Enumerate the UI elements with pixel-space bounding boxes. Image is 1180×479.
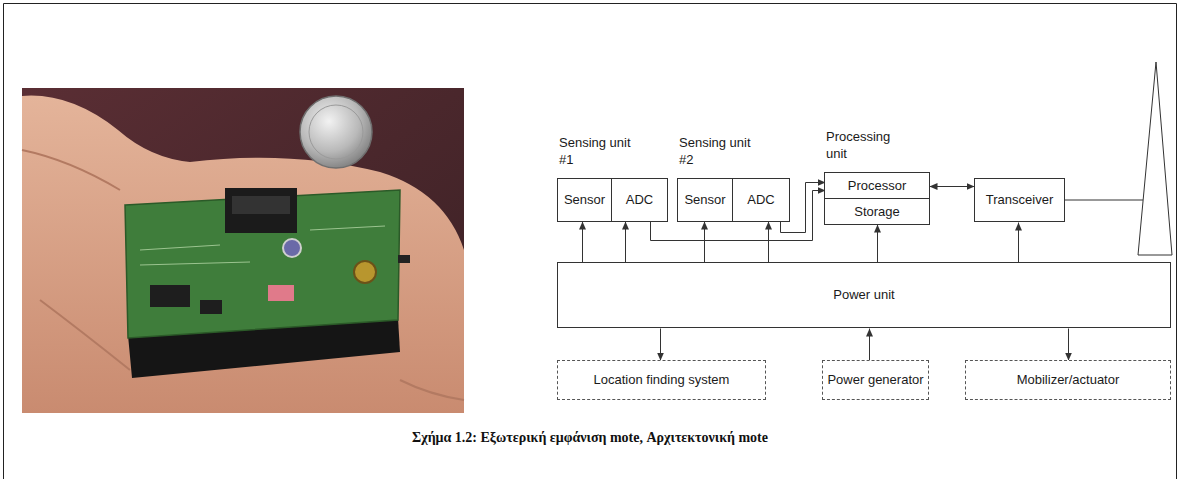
box-label: Mobilizer/actuator [1017, 372, 1120, 388]
coin-rim [309, 105, 363, 159]
sensor [283, 239, 301, 257]
chip [200, 300, 222, 314]
connector [704, 222, 705, 263]
hand-crease [400, 380, 464, 400]
box-label: Storage [854, 204, 900, 220]
unit-heading: Processing unit [826, 128, 906, 163]
antenna [1065, 62, 1172, 255]
connector [1068, 329, 1069, 361]
unit-heading: Sensing unit #1 [559, 134, 639, 169]
box-label: Power generator [827, 372, 923, 388]
photo-background [22, 88, 464, 413]
box-label: Transceiver [986, 192, 1053, 208]
box-label: ADC [626, 192, 653, 208]
sensor-box: Sensor [558, 179, 612, 221]
sensing-unit: Sensing unit #1SensorADC [557, 178, 668, 222]
trace [310, 226, 385, 230]
coin [300, 96, 372, 168]
hand-crease [40, 300, 130, 370]
connector [768, 222, 769, 263]
sensor [354, 261, 376, 283]
trace [140, 245, 220, 250]
connector [869, 329, 870, 361]
dip-switch [268, 285, 294, 301]
connector [877, 225, 878, 263]
antenna-symbol [1138, 62, 1172, 255]
optional-unit-box: Power generator [822, 360, 929, 400]
optional-unit-box: Location finding system [557, 360, 766, 400]
connector [225, 188, 297, 233]
antenna-feed [1065, 200, 1143, 201]
connector [582, 222, 583, 263]
processing-unit: Processing unitProcessorStorage [824, 172, 930, 225]
box-label: ADC [747, 192, 774, 208]
adc-box: ADC [733, 179, 789, 221]
hand-crease [22, 150, 120, 190]
connector [930, 186, 975, 187]
box-label: Sensor [684, 192, 725, 208]
storage-box: Storage [825, 199, 929, 224]
connector [1018, 223, 1019, 263]
unit-heading: Sensing unit #2 [679, 134, 759, 169]
sensor-box: Sensor [678, 179, 733, 221]
circuit-board [125, 190, 400, 338]
chip [150, 285, 190, 307]
power-unit-box: Power unit [557, 262, 1171, 328]
figure-caption: Σχήμα 1.2: Εξωτερική εμφάνιση mote, Αρχι… [0, 430, 1180, 446]
hand [22, 96, 464, 413]
optional-unit-box: Mobilizer/actuator [965, 360, 1171, 400]
connector [625, 222, 626, 263]
power-switch [398, 255, 410, 263]
box-label: Processor [848, 178, 907, 194]
connector [660, 329, 661, 361]
box-label: Power unit [833, 287, 894, 303]
connector-slot [232, 196, 290, 214]
page-frame [4, 4, 1177, 479]
processor-box: Processor [825, 173, 929, 199]
box-label: Location finding system [594, 372, 730, 388]
adc-box: ADC [612, 179, 667, 221]
sensing-unit: Sensing unit #2SensorADC [677, 178, 790, 222]
trace [140, 262, 250, 265]
box-label: Sensor [564, 192, 605, 208]
transceiver-box: Transceiver [974, 178, 1065, 222]
mote-photo [22, 88, 464, 413]
